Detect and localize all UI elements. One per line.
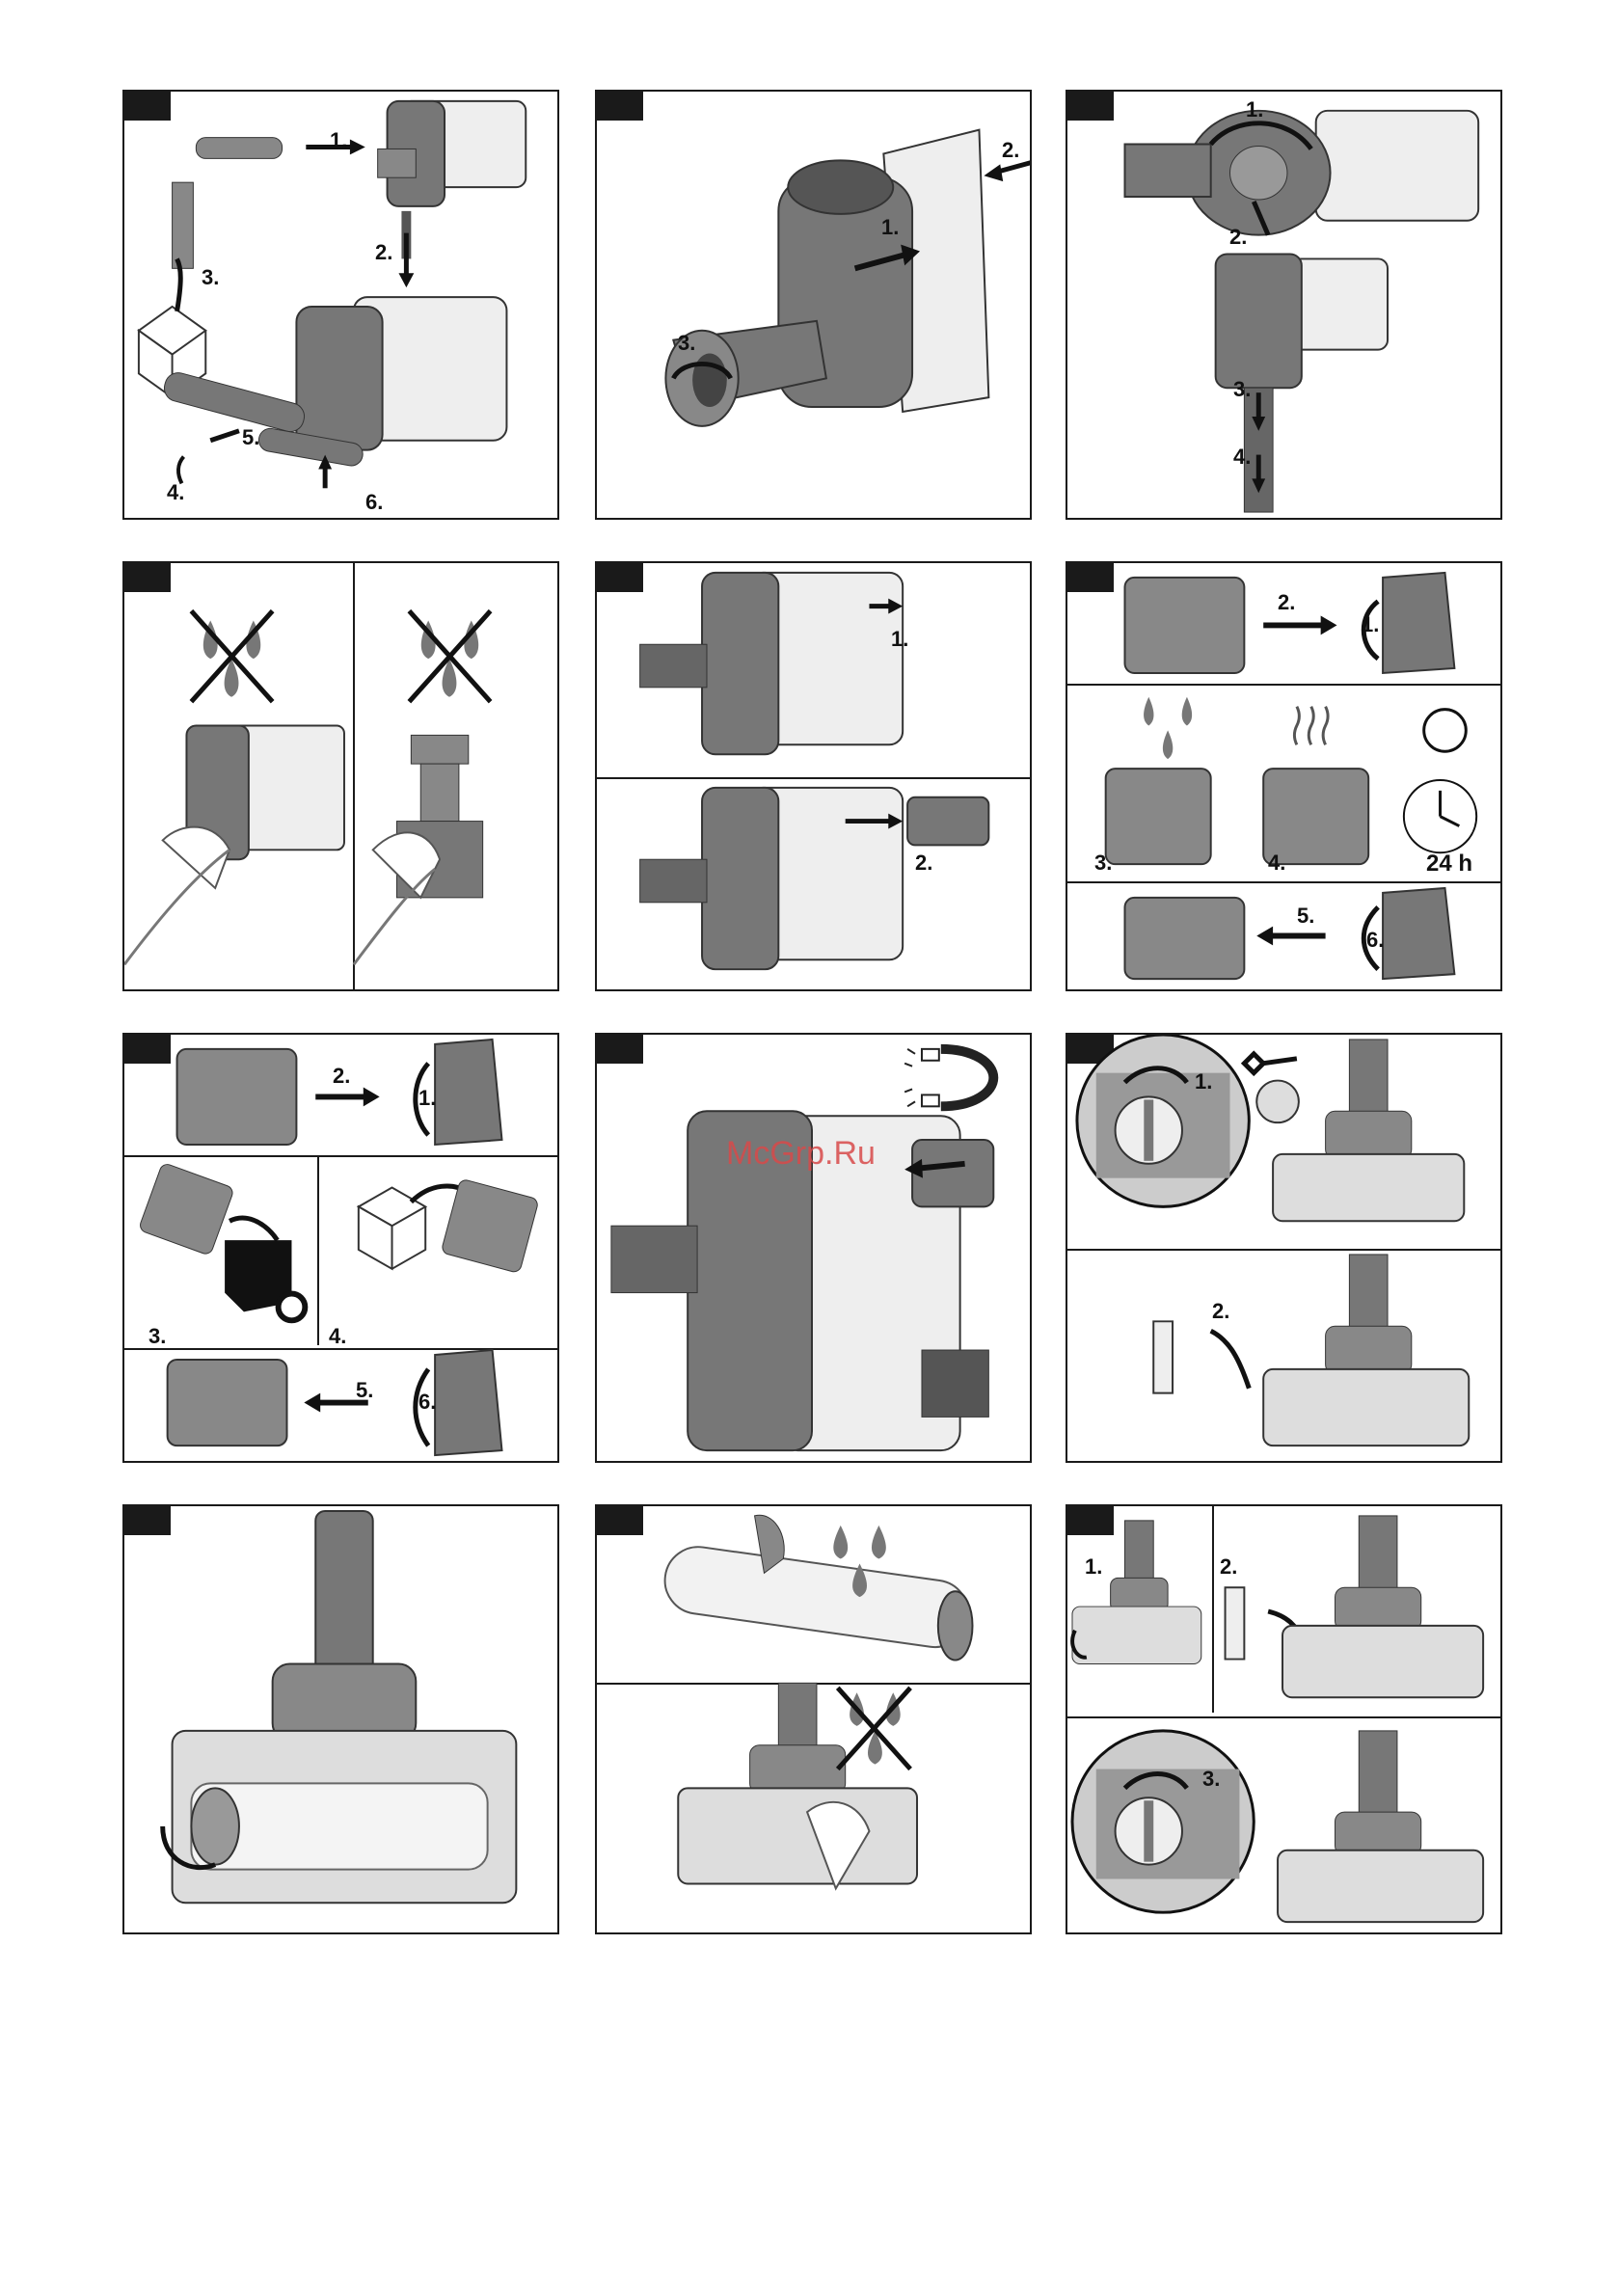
panel-6-wash-dry-filter: 1. 2. 3. 4. 24 h 5. 6. [1066, 561, 1502, 991]
panel-5-remove-filter: 1. 2. [595, 561, 1032, 991]
step-label: 2. [333, 1066, 350, 1087]
step-label: 6. [418, 1391, 436, 1413]
vacuum-handheld-icon [597, 563, 1030, 989]
step-label: 1. [891, 629, 908, 650]
step-label: 1. [1085, 1556, 1102, 1578]
step-label: 3. [1094, 852, 1112, 874]
step-label: 3. [148, 1326, 166, 1347]
panel-11-clean-brush-roll [595, 1504, 1032, 1934]
step-label: 1. [330, 130, 347, 151]
vacuum-handheld-icon [597, 1035, 1030, 1461]
vacuum-handheld-icon [124, 92, 557, 518]
panel-10-remove-brush-roll [122, 1504, 559, 1934]
step-label: 4. [1268, 852, 1285, 874]
filter-cylinder-icon [1067, 563, 1500, 989]
step-label: 2. [1212, 1301, 1229, 1322]
step-label: 4. [1233, 446, 1251, 468]
step-label: 6. [365, 492, 383, 513]
panel-2-attach-brush: 1. 2. 3. [595, 90, 1032, 520]
filter-cylinder-icon [124, 1035, 557, 1461]
step-label: 2. [1278, 592, 1295, 613]
drying-duration: 24 h [1426, 852, 1472, 876]
step-label: 3. [202, 267, 219, 288]
step-label: 3. [678, 333, 695, 354]
step-label: 5. [242, 427, 259, 448]
vacuum-handheld-icon [1067, 92, 1500, 518]
panel-3-empty-dust-container: 1. 2. 3. 4. [1066, 90, 1502, 520]
vacuum-handheld-icon [597, 92, 1030, 518]
step-label: 1. [1246, 99, 1263, 121]
step-label: 2. [1220, 1556, 1237, 1578]
step-label: 3. [1233, 379, 1251, 400]
step-label: 1. [881, 217, 899, 238]
panel-12-reinsert-brush: 1. 2. 3. [1066, 1504, 1502, 1934]
panel-1-assemble-accessories: 1. 2. 3. 4. 5. 6. [122, 90, 559, 520]
step-label: 2. [375, 242, 392, 263]
step-label: 3. [1202, 1769, 1220, 1790]
step-label: 1. [418, 1088, 436, 1109]
watermark: McGrp.Ru [726, 1135, 876, 1173]
step-label: 4. [167, 482, 184, 503]
panel-8-magnet-filter: McGrp.Ru [595, 1033, 1032, 1463]
floor-nozzle-icon [1067, 1506, 1500, 1932]
panel-9-open-brush-lock: 1. 2. [1066, 1033, 1502, 1463]
floor-nozzle-icon [124, 1506, 557, 1932]
step-label: 5. [1297, 905, 1314, 927]
step-label: 2. [915, 852, 932, 874]
brush-roll-icon [597, 1506, 1030, 1932]
step-label: 1. [1195, 1071, 1212, 1093]
floor-nozzle-icon [1067, 1035, 1500, 1461]
step-label: 6. [1366, 930, 1384, 951]
step-label: 5. [356, 1380, 373, 1401]
no-water-drops-icon [124, 563, 557, 989]
step-label: 1. [1362, 614, 1379, 635]
step-label: 2. [1002, 140, 1019, 161]
step-label: 4. [329, 1326, 346, 1347]
panel-7-replace-filter: 1. 2. 3. 4. 5. 6. [122, 1033, 559, 1463]
step-label: 2. [1229, 227, 1247, 248]
panel-4-wipe-dry [122, 561, 559, 991]
